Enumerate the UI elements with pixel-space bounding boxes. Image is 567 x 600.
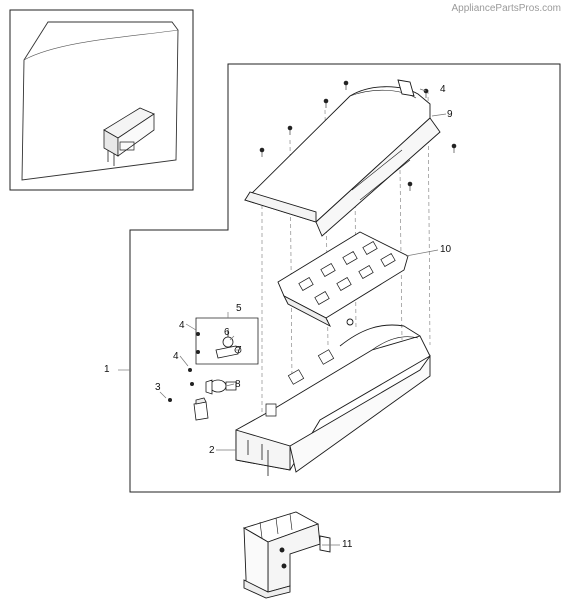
watermark-text: AppliancePartsPros.com [451,3,562,14]
callout-leaders [118,89,446,545]
bracket-part [244,512,330,598]
heater-cover-part [245,80,440,236]
main-diagram-frame [130,64,560,492]
thermal-fuse-part [206,380,236,394]
callout-9: 9 [447,109,453,120]
inset-cabinet-top-curve [24,30,178,60]
inset-frame [10,10,193,190]
callout-4-lower: 4 [173,351,179,362]
callout-8: 8 [235,379,241,390]
thermostat-parts [216,330,241,358]
callout-1: 1 [104,364,110,375]
callout-5: 5 [236,303,242,314]
callout-4-top: 4 [440,84,446,95]
inset-heater-assembly [104,108,154,166]
callout-11: 11 [342,539,353,550]
callout-7: 7 [236,345,242,356]
inset-cabinet-outline [22,22,178,180]
small-screws [168,332,200,402]
callout-4-upper: 4 [179,320,185,331]
heater-housing-part [236,325,430,476]
callout-2: 2 [209,445,215,456]
thermostat-group-box [196,318,258,364]
heating-element-plate [278,232,408,326]
cover-screws [260,81,456,191]
callout-6: 6 [224,327,230,338]
callout-3: 3 [155,382,161,393]
clip-part [194,398,208,420]
callout-10: 10 [440,244,452,255]
